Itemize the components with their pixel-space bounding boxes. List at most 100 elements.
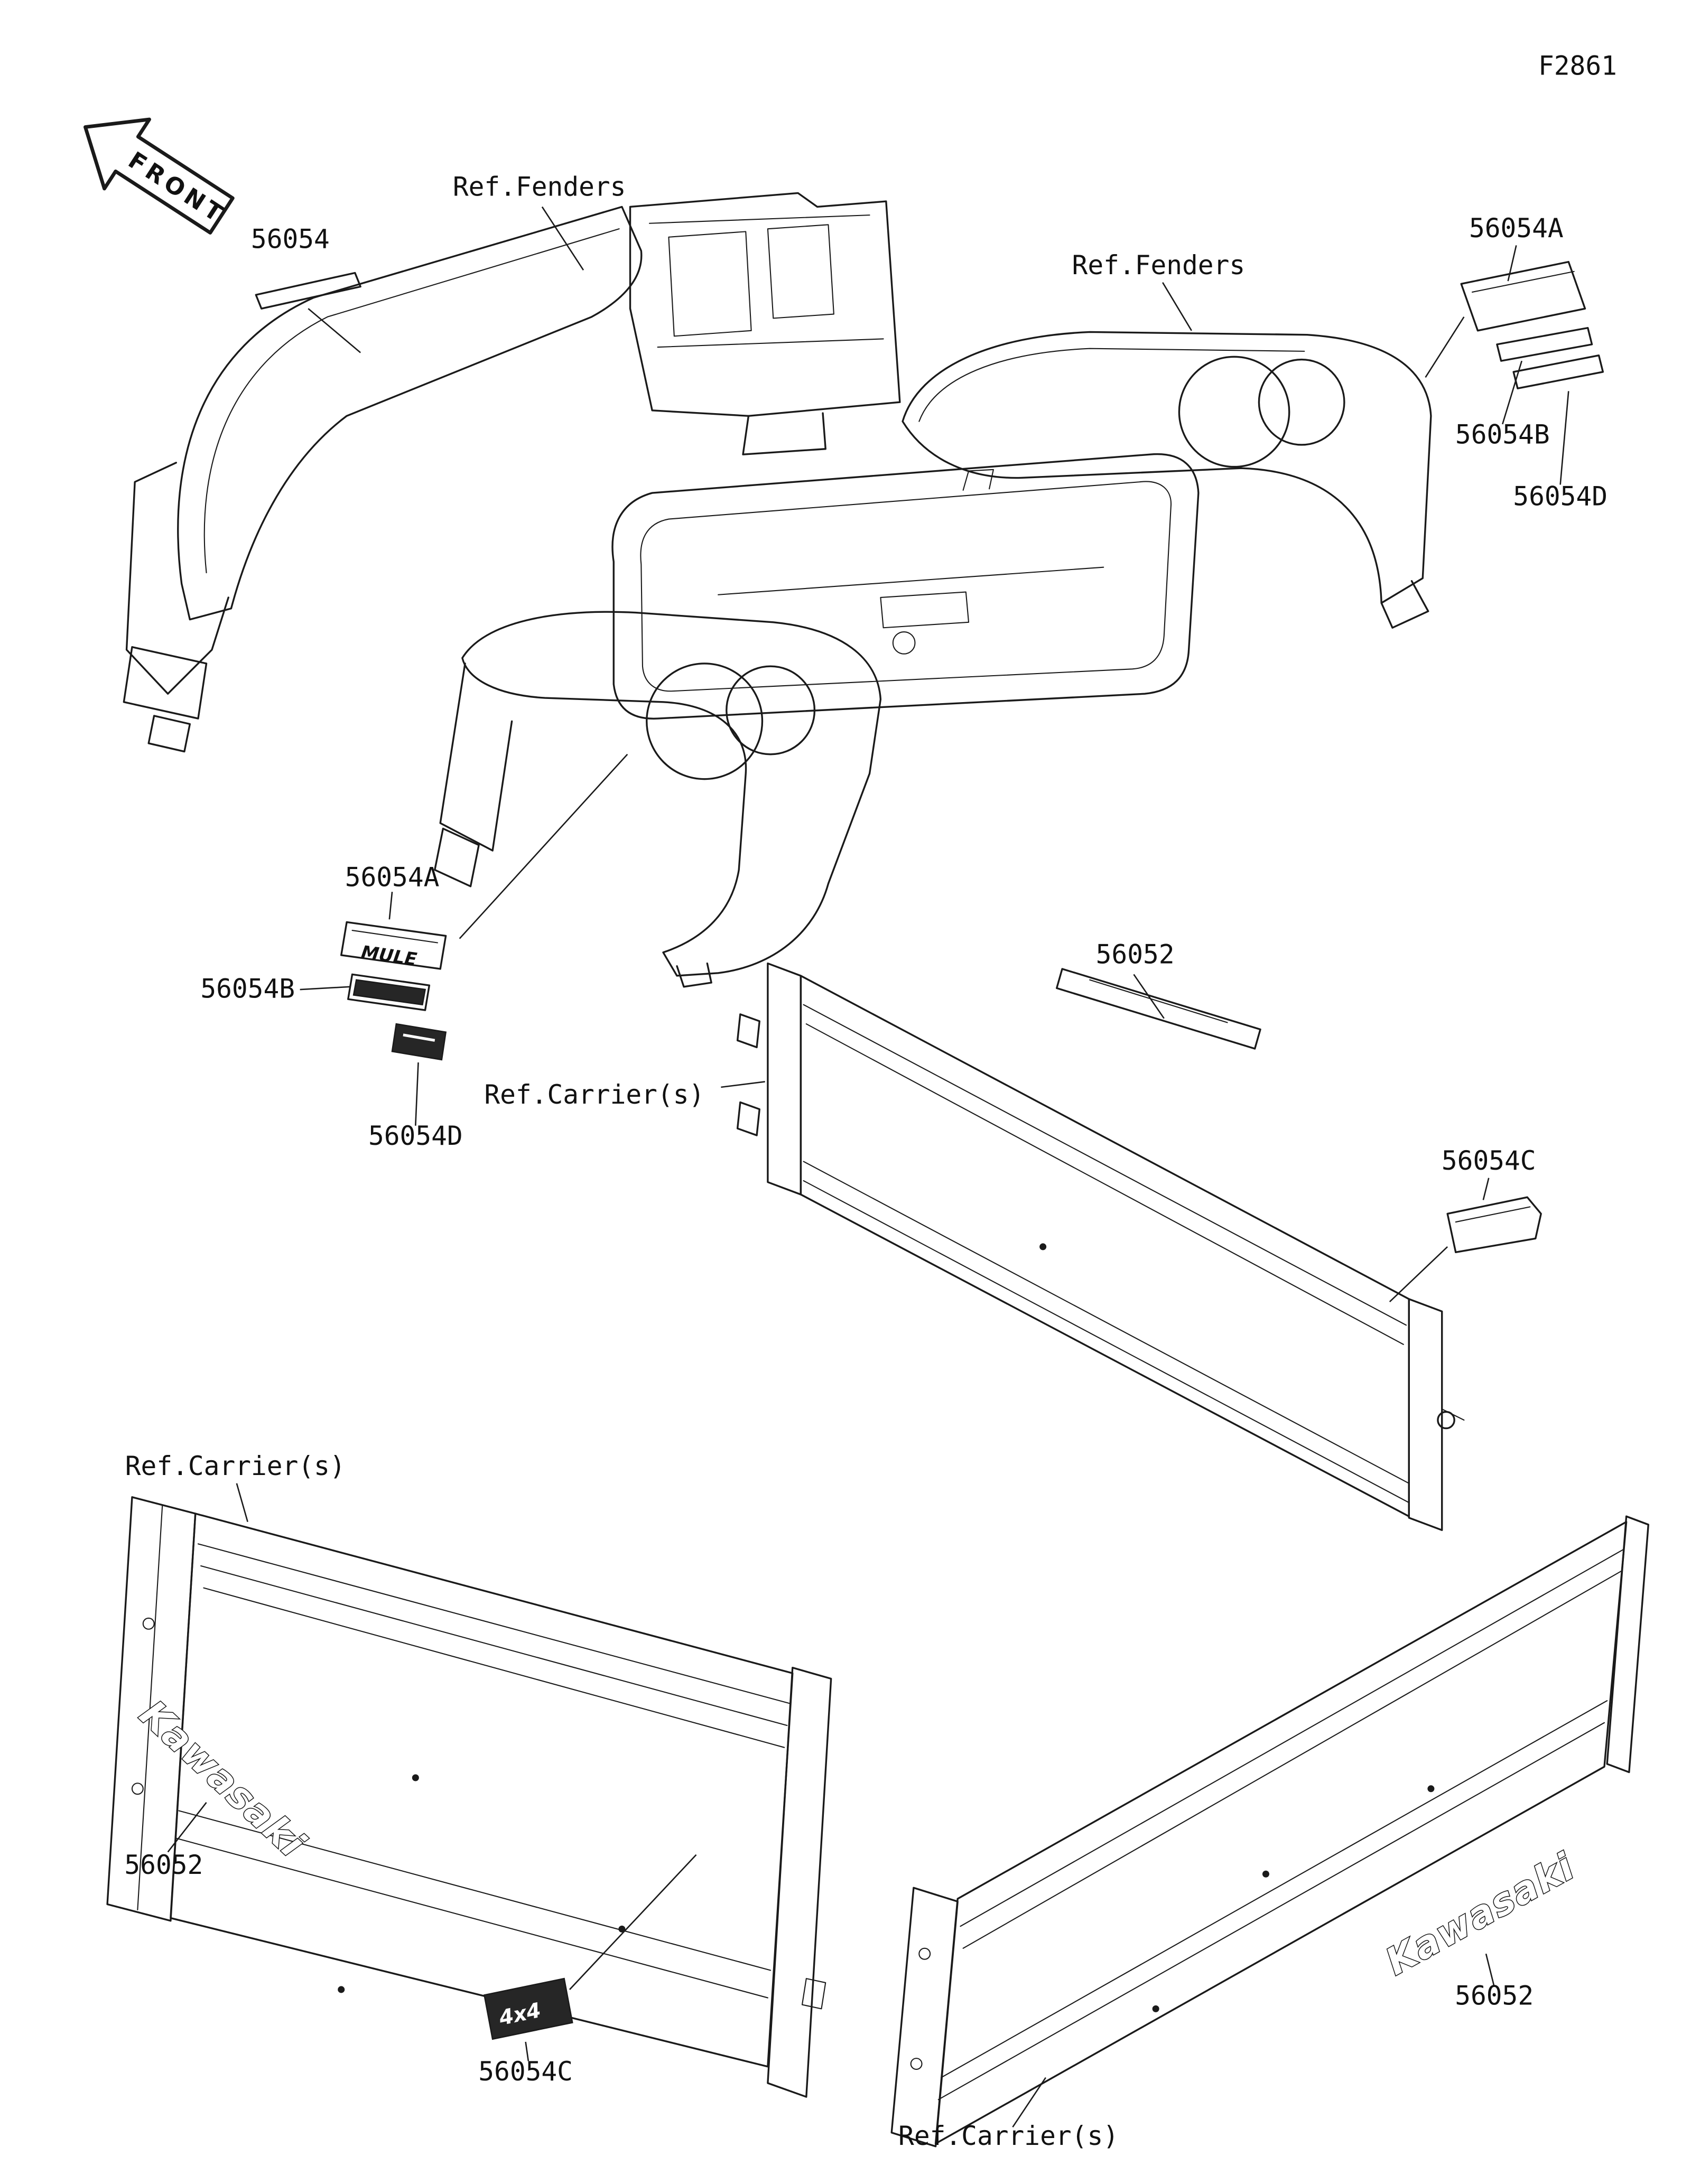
decal-56054B-right-shape — [1496, 326, 1593, 362]
decal-56054C-right — [1389, 1178, 1542, 1303]
mid-panel-latch-arm — [1441, 1408, 1465, 1421]
front-arrow-shape — [83, 117, 235, 235]
br-panel-rivet-1 — [1262, 1870, 1269, 1878]
decal-56054D-left-shape — [391, 1023, 447, 1061]
grille-left-bracket — [125, 462, 229, 695]
bracket-lower-tab — [742, 412, 826, 455]
mid-panel-right-cap — [1408, 1298, 1443, 1531]
bottom-right-tailgate-drawing — [890, 1515, 1649, 2148]
left-fender-skirt — [439, 662, 513, 852]
decal-56054A-left-line — [351, 930, 439, 944]
leader-ref-carrier-mid — [721, 1081, 765, 1088]
mid-panel-rib-4 — [803, 1180, 1410, 1504]
callout-56054B-left: 56054B — [200, 974, 295, 1004]
br-panel-bolt-1 — [918, 1947, 931, 1960]
bl-panel-bolt-1 — [142, 1617, 155, 1630]
bl-panel-cap-line — [137, 1505, 163, 1910]
decal-56054C-right-line — [1455, 1206, 1531, 1223]
decal-56054D-right-shape — [1512, 354, 1604, 389]
mid-tailgate-drawing — [736, 962, 1465, 1531]
bottom-left-tailgate-drawing — [106, 1496, 832, 2098]
left-fender-cup-2 — [726, 665, 816, 755]
leader-56054A-left — [388, 892, 393, 920]
br-panel-bolt-2 — [910, 2058, 923, 2070]
grille-left-foot — [123, 646, 208, 720]
mid-panel-rib-2 — [805, 1023, 1404, 1345]
front-grille-drawing — [123, 192, 901, 753]
grille-face — [177, 206, 643, 621]
decal-56054 — [255, 272, 361, 353]
callout-56054A-right: 56054A — [1469, 213, 1564, 244]
callout-56054D-left: 56054D — [368, 1121, 463, 1151]
decal-56054A-left-shape — [340, 921, 447, 970]
fender-body-drawing — [434, 331, 1432, 988]
bl-panel-face — [170, 1513, 794, 2068]
bed-tray-inner — [640, 481, 1172, 692]
decal-56052-mid-shape — [1055, 968, 1261, 1050]
leader-ref-fenders-left — [541, 206, 584, 270]
br-panel-seam — [940, 1700, 1608, 2078]
figure-code: F2861 — [1538, 51, 1617, 81]
decal-56052-mid — [1055, 968, 1261, 1050]
left-fender-bracket — [434, 827, 480, 888]
right-fender-cup-1 — [1178, 356, 1290, 468]
left-fender-tab — [676, 962, 712, 988]
br-panel-rivet-2 — [1152, 2005, 1159, 2012]
front-arrow-marker: FRONT — [83, 117, 235, 235]
bed-tray-recess — [880, 591, 970, 629]
callout-56054B-right: 56054B — [1455, 419, 1550, 450]
right-fender — [902, 331, 1432, 604]
bracket-slot-2 — [668, 231, 752, 337]
leader-56054C-label — [1482, 1178, 1490, 1200]
decal-56054-shape — [255, 272, 361, 310]
right-fender-cup-2 — [1258, 358, 1345, 446]
bed-tray-outer — [611, 453, 1200, 720]
decal-56054B-left-shape — [347, 973, 431, 1011]
headlight-bracket — [629, 192, 901, 417]
br-panel-rib-2 — [962, 1571, 1622, 1949]
bl-panel-rib-4 — [175, 1837, 768, 1999]
callout-ref-fenders-left: Ref.Fenders — [453, 172, 626, 202]
callout-labels: 56054 Ref.Fenders Ref.Fenders 56054A 560… — [124, 172, 1608, 2152]
decal-4x4: 4x4 — [484, 1854, 697, 2061]
leader-56054C-to-panel — [1389, 1246, 1448, 1303]
callout-56054D-right: 56054D — [1513, 481, 1608, 512]
leader-56054C-bottom-to-panel — [569, 1854, 697, 1990]
leader-ref-carrier-bottom-right — [1012, 2077, 1046, 2128]
br-panel-right-cap — [1606, 1515, 1649, 1774]
mid-panel-rib-1 — [803, 1004, 1407, 1326]
callout-56054A-left: 56054A — [345, 862, 440, 893]
mule-badge-text: MULE — [360, 941, 418, 969]
bl-panel-rivet-2 — [618, 1925, 626, 1933]
mid-panel-hinge-2 — [736, 1101, 760, 1136]
decal-56054-leader — [308, 308, 361, 353]
bl-panel-bolt-2 — [131, 1782, 144, 1795]
right-fender-inner — [918, 348, 1305, 422]
bl-panel-rib-1 — [197, 1543, 791, 1704]
callout-56052-mid: 56052 — [1096, 939, 1175, 970]
callout-ref-carrier-mid: Ref.Carrier(s) — [484, 1079, 704, 1110]
kawasaki-decal-right: Kawasaki — [1378, 1844, 1583, 1984]
mid-panel-left-cap — [767, 962, 802, 1196]
leader-ref-fenders-right — [1162, 282, 1192, 331]
mid-panel-hinge-1 — [736, 1013, 760, 1049]
right-fender-tab — [1380, 580, 1429, 629]
callout-ref-carrier-bottom-right: Ref.Carrier(s) — [898, 2121, 1119, 2151]
callout-56054C-bottom: 56054C — [478, 2056, 573, 2087]
left-fender — [461, 611, 882, 977]
leader-56054C-bottom-label — [525, 2041, 529, 2061]
leader-56054A-right — [1507, 245, 1517, 282]
leader-decals-to-fender — [459, 753, 628, 939]
leader-stack-to-fender — [1425, 316, 1465, 378]
bl-panel-rivet-3 — [338, 1986, 345, 1993]
mule-decal-stack: MULE — [300, 753, 628, 1126]
decal-4x4-shape — [484, 1977, 573, 2040]
bracket-line-1 — [648, 214, 870, 224]
bl-panel-left-cap — [106, 1496, 197, 1922]
callout-56052-bottom-right: 56052 — [1455, 1981, 1534, 2011]
mid-panel-rivet — [1039, 1243, 1047, 1250]
bracket-line-2 — [657, 338, 884, 348]
kawasaki-decal-left: Kawasaki — [131, 1691, 314, 1867]
callout-ref-fenders-right: Ref.Fenders — [1072, 250, 1246, 281]
